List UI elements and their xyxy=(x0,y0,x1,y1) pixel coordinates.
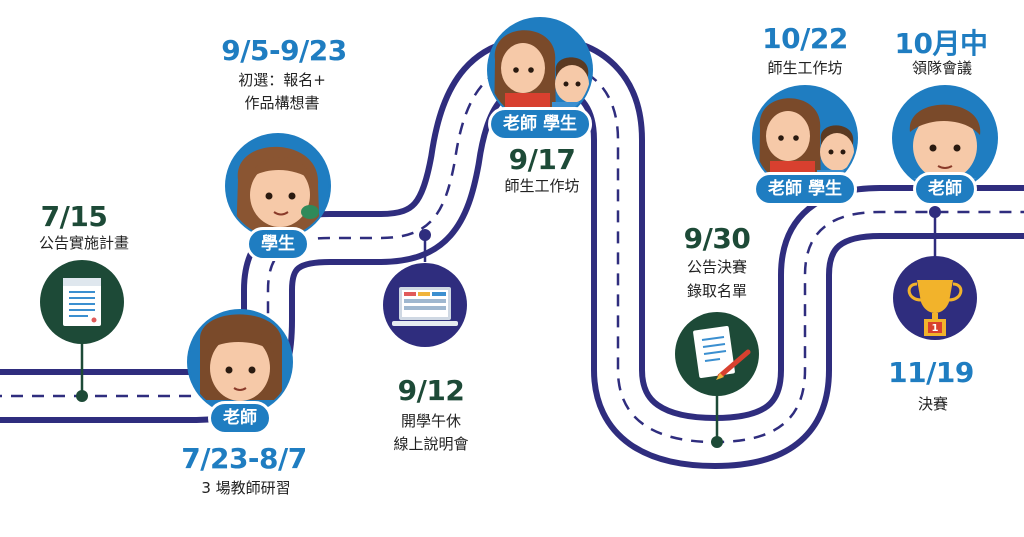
event-date-9-12: 9/12 xyxy=(397,374,465,407)
teacher-student-avatar-2 xyxy=(754,87,856,189)
event-desc-10-22: 師生工作坊 xyxy=(767,59,843,77)
avatar-10-22 xyxy=(752,85,858,191)
marker-9-30 xyxy=(675,312,759,448)
event-date-10-22: 10/22 xyxy=(762,22,848,55)
teacher-student-avatar xyxy=(489,19,591,121)
avatar-9-5 xyxy=(225,133,331,239)
marker-9-12 xyxy=(383,229,467,347)
event-desc-9-30-line2: 錄取名單 xyxy=(686,282,748,300)
role-pill-teacher-2: 老師 xyxy=(913,172,977,206)
document-pen-icon xyxy=(693,325,751,380)
event-desc-9-5-line1: 初選：報名+ xyxy=(238,71,326,89)
event-desc-9-17: 師生工作坊 xyxy=(504,177,580,195)
teacher-girl-avatar xyxy=(189,311,291,413)
svg-text:1: 1 xyxy=(932,323,939,334)
role-pill-teacher-student: 老師 學生 xyxy=(488,107,592,141)
event-date-10-mid: 10月中 xyxy=(894,27,988,60)
laptop-icon xyxy=(392,287,458,326)
event-desc-10-mid: 領隊會議 xyxy=(911,59,973,77)
event-desc-7-23: 3 場教師研習 xyxy=(201,479,291,497)
role-pill-student: 學生 xyxy=(246,227,310,261)
event-desc-9-12-line2: 線上說明會 xyxy=(393,435,469,453)
event-date-7-15: 7/15 xyxy=(40,200,108,233)
road-center-dash xyxy=(0,60,1024,444)
marker-7-15 xyxy=(40,260,124,402)
role-pill-teacher-student-2: 老師 學生 xyxy=(753,172,857,206)
event-date-9-30: 9/30 xyxy=(683,222,751,255)
event-desc-9-5-line2: 作品構想書 xyxy=(244,94,320,112)
event-date-9-17: 9/17 xyxy=(508,143,576,176)
event-date-9-5: 9/5-9/23 xyxy=(221,34,347,67)
event-desc-9-30-line1: 公告決賽 xyxy=(686,258,748,276)
event-date-11-19: 11/19 xyxy=(888,356,974,389)
avatar-9-17 xyxy=(487,17,593,123)
trophy-icon: 1 xyxy=(907,280,963,336)
student-girl-avatar xyxy=(227,135,329,237)
role-pill-teacher: 老師 xyxy=(208,401,272,435)
event-date-7-23: 7/23-8/7 xyxy=(181,442,307,475)
document-icon xyxy=(63,278,101,326)
event-desc-7-15: 公告實施計畫 xyxy=(38,234,130,252)
marker-11-19: 1 xyxy=(893,206,977,340)
avatar-7-23 xyxy=(187,309,293,415)
event-desc-11-19: 決賽 xyxy=(917,395,949,413)
event-desc-9-12-line1: 開學午休 xyxy=(400,412,462,430)
